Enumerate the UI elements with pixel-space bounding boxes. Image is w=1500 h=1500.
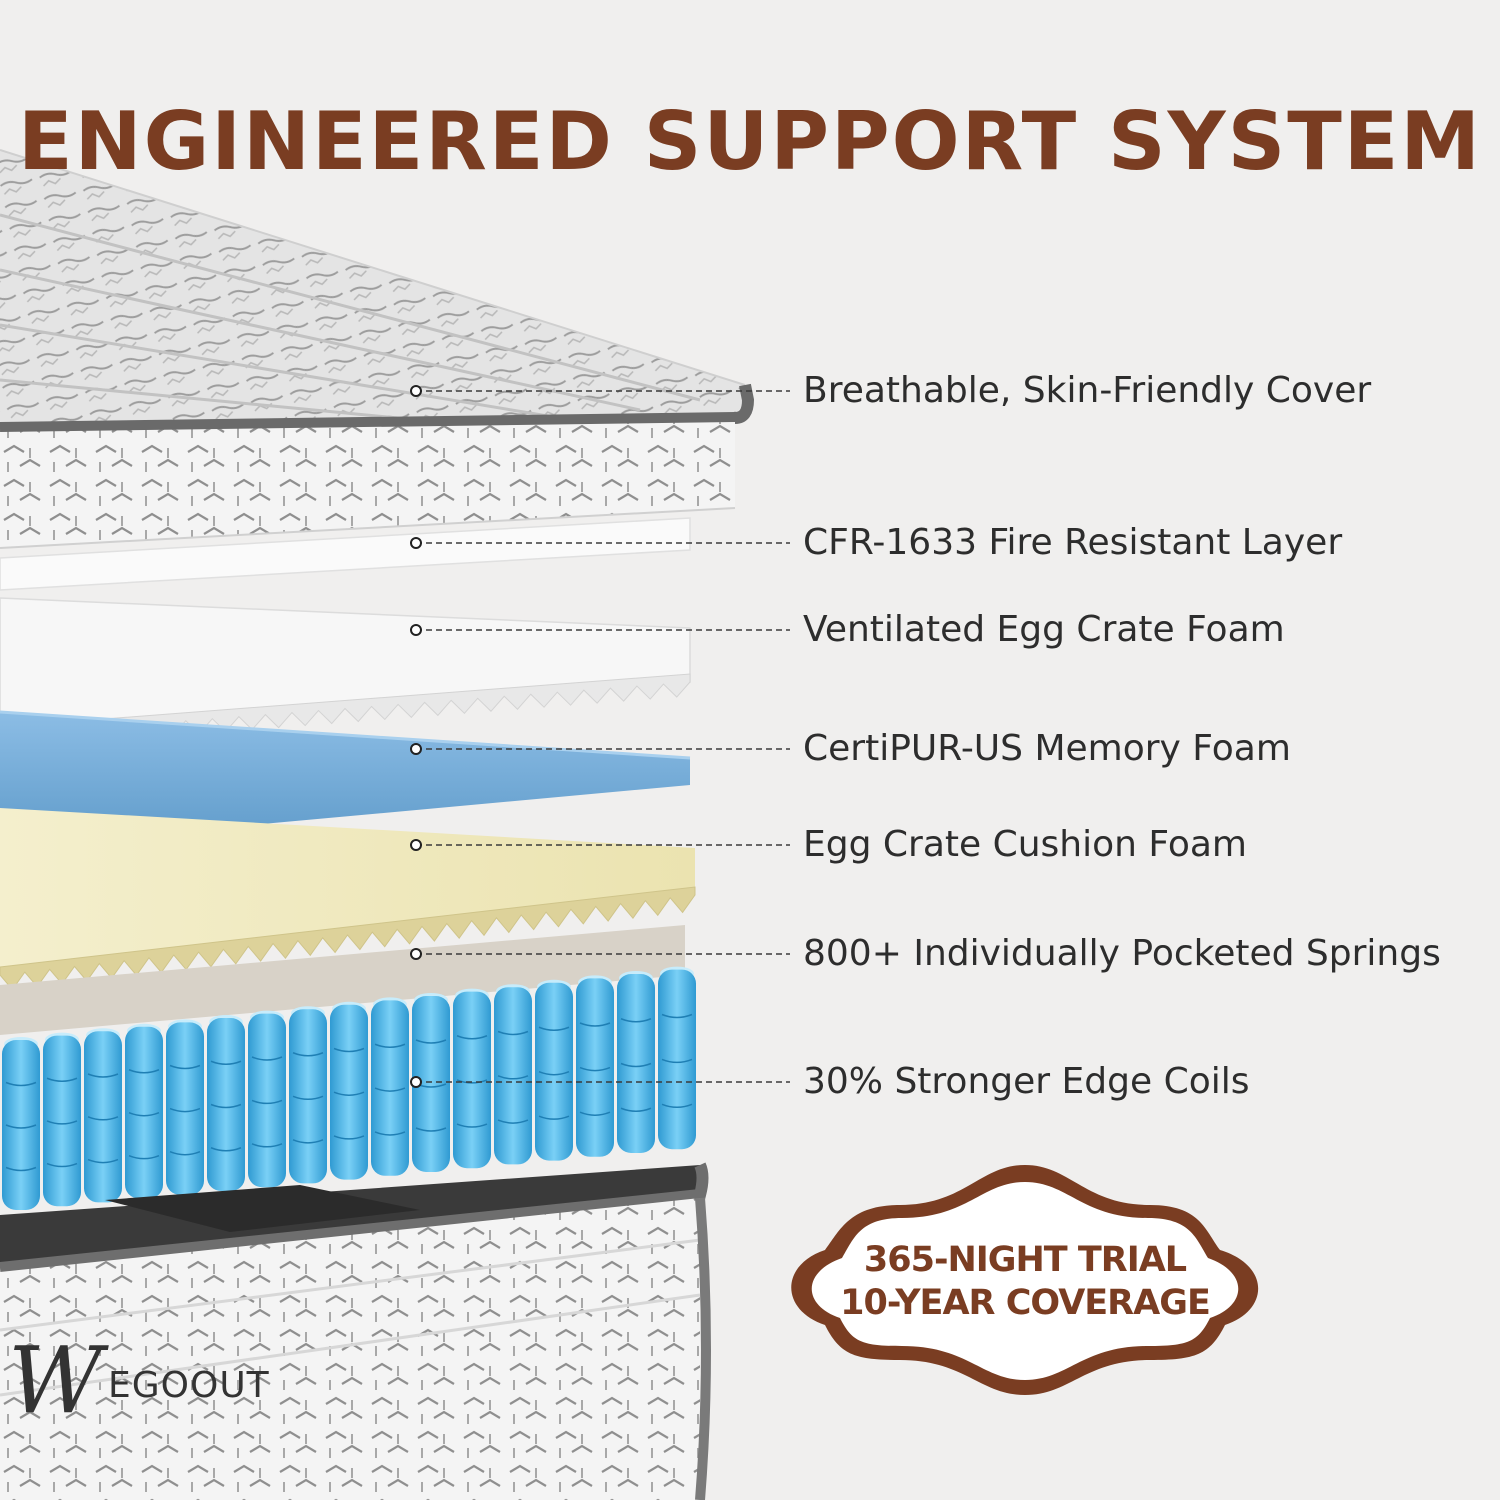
spring-coil-ring — [538, 1026, 570, 1031]
spring-coil-ring — [497, 1119, 529, 1124]
layer-label-edge-coils: 30% Stronger Edge Coils — [803, 1061, 1250, 1102]
layer-label-pocketed-springs: 800+ Individually Pocketed Springs — [803, 933, 1441, 974]
spring-coil-ring — [87, 1116, 119, 1121]
spring-coil-ring — [251, 1143, 283, 1148]
top-cover-layer — [0, 149, 755, 549]
spring-coil — [494, 987, 532, 1165]
spring-coil — [658, 969, 696, 1150]
badge-coverage-text: 10-YEAR COVERAGE — [840, 1283, 1211, 1323]
spring-coil — [535, 982, 573, 1161]
spring-coil-ring — [538, 1071, 570, 1076]
spring-coil — [371, 1000, 409, 1176]
spring-coil-ring — [620, 1018, 652, 1023]
spring-coil-ring — [661, 1013, 693, 1019]
spring-coil-ring — [169, 1151, 201, 1156]
spring-coil-ring — [210, 1147, 242, 1152]
spring-coil-ring — [251, 1056, 283, 1061]
spring-coil-ring — [169, 1064, 201, 1070]
memory-foam-layer — [0, 710, 691, 848]
spring-coil — [166, 1022, 204, 1195]
leader-lines — [416, 390, 790, 1083]
spring-coil-ring — [5, 1166, 37, 1172]
spring-coil — [289, 1009, 327, 1184]
brand-monogram: W — [8, 1327, 103, 1434]
spring-coil-ring — [46, 1120, 78, 1125]
fire-resistant-layer — [0, 517, 691, 591]
spring-coil-ring — [333, 1091, 365, 1096]
layer-label-fire-resistant: CFR-1633 Fire Resistant Layer — [803, 522, 1343, 563]
spring-coil-ring — [579, 1066, 611, 1072]
layer-label-cushion-foam: Egg Crate Cushion Foam — [803, 824, 1247, 865]
spring-coil — [248, 1013, 286, 1188]
spring-coil-ring — [5, 1081, 37, 1087]
badge-trial-text: 365-NIGHT TRIAL — [863, 1240, 1187, 1280]
spring-coil-ring — [456, 1079, 488, 1084]
spring-coil-ring — [5, 1124, 37, 1129]
spring-coil — [125, 1026, 163, 1199]
spring-coil-ring — [374, 1131, 406, 1136]
spring-coil-ring — [128, 1112, 160, 1117]
layer-label-memory-foam: CertiPUR-US Memory Foam — [803, 728, 1291, 769]
spring-coil-ring — [579, 1022, 611, 1027]
spring-coil-ring — [579, 1111, 611, 1116]
spring-coil — [617, 974, 655, 1153]
spring-coil-ring — [415, 1039, 447, 1044]
spring-coil-ring — [210, 1060, 242, 1065]
spring-coil-ring — [620, 1107, 652, 1112]
spring-coil-ring — [497, 1075, 529, 1080]
spring-coil-ring — [251, 1099, 283, 1105]
spring-coil-ring — [169, 1107, 201, 1113]
mattress-base — [0, 1162, 711, 1500]
spring-coil-ring — [292, 1095, 324, 1101]
spring-coil-ring — [497, 1030, 529, 1036]
spring-coil — [412, 996, 450, 1172]
spring-coil-ring — [46, 1162, 78, 1168]
spring-coil-ring — [661, 1103, 693, 1109]
spring-coil — [84, 1031, 122, 1203]
page-title: ENGINEERED SUPPORT SYSTEM — [17, 95, 1483, 188]
layer-label-cover: Breathable, Skin-Friendly Cover — [803, 370, 1372, 411]
spring-coil-ring — [374, 1043, 406, 1048]
spring-coil-ring — [87, 1073, 119, 1078]
spring-coil — [2, 1040, 40, 1210]
brand-name: EGOOUT — [108, 1365, 270, 1406]
spring-coil-ring — [333, 1047, 365, 1053]
spring-coil — [207, 1018, 245, 1191]
cushion-foam-layer — [0, 808, 696, 991]
spring-coil — [576, 978, 614, 1157]
spring-coil-ring — [210, 1103, 242, 1109]
spring-coil-ring — [538, 1115, 570, 1120]
spring-coil-ring — [128, 1069, 160, 1074]
spring-coil-ring — [292, 1139, 324, 1144]
spring-coil-ring — [87, 1158, 119, 1164]
guarantee-badge-frame — [791, 1165, 1259, 1395]
layer-label-egg-crate-foam: Ventilated Egg Crate Foam — [803, 609, 1285, 650]
spring-coil-ring — [374, 1087, 406, 1092]
spring-coil — [43, 1035, 81, 1207]
spring-coil-ring — [661, 1058, 693, 1064]
spring-coil — [453, 991, 491, 1169]
spring-coil-ring — [128, 1154, 160, 1160]
pocketed-springs-layer — [0, 925, 696, 1210]
spring-coil-ring — [46, 1077, 78, 1082]
leader-dots — [410, 385, 422, 1088]
spring-coil-ring — [456, 1123, 488, 1128]
spring-coil-ring — [620, 1062, 652, 1068]
spring-coil-ring — [292, 1052, 324, 1057]
spring-coil-ring — [333, 1135, 365, 1140]
spring-coil-ring — [456, 1035, 488, 1040]
spring-coil-ring — [415, 1127, 447, 1132]
spring-coil — [330, 1004, 368, 1180]
